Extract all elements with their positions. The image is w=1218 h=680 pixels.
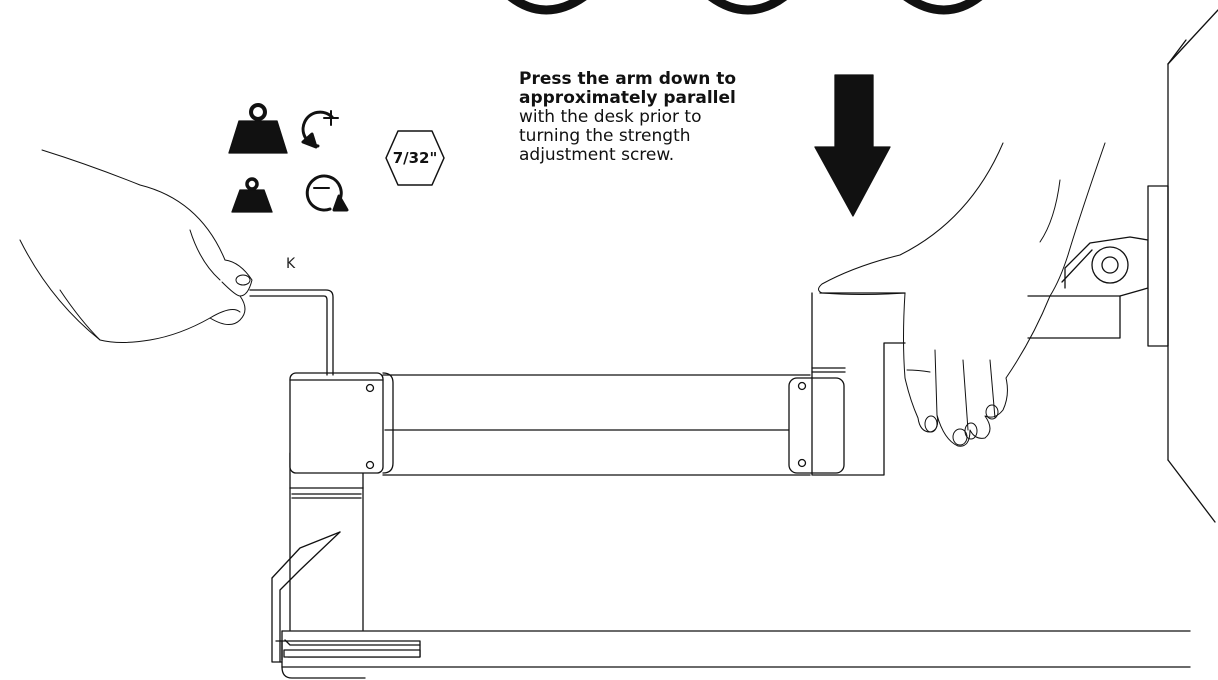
weight-light-icon <box>231 177 273 213</box>
rotate-clockwise-plus-icon <box>301 110 339 149</box>
arm-post <box>289 452 364 631</box>
instruction-line-4: turning the strength <box>519 126 691 146</box>
desk <box>281 630 1191 679</box>
hex-key-size-label: 7/32" <box>393 149 438 167</box>
instruction-text: Press the arm down to approximately para… <box>519 70 819 165</box>
arm-left-joint <box>289 372 394 474</box>
rotate-counterclockwise-minus-icon <box>305 174 349 212</box>
tilt-head <box>1027 236 1149 339</box>
hex-key-size-icon: 7/32" <box>385 130 445 186</box>
down-arrow-icon <box>814 74 891 217</box>
arm-right-joint <box>788 292 906 476</box>
hex-key <box>249 289 334 376</box>
right-hand <box>818 142 1106 447</box>
arm-links <box>382 374 811 476</box>
desk-clamp-base <box>271 531 421 663</box>
instruction-bold-line-2: approximately parallel <box>519 88 736 108</box>
hand-label: K <box>286 256 296 272</box>
weight-heavy-icon <box>228 103 288 154</box>
monitor <box>1147 9 1218 523</box>
top-cropped-icons <box>507 0 983 15</box>
instruction-line-3: with the desk prior to <box>519 107 702 127</box>
instruction-line-5: adjustment screw. <box>519 145 675 165</box>
left-hand <box>19 149 253 343</box>
instruction-bold-line-1: Press the arm down to <box>519 69 737 89</box>
